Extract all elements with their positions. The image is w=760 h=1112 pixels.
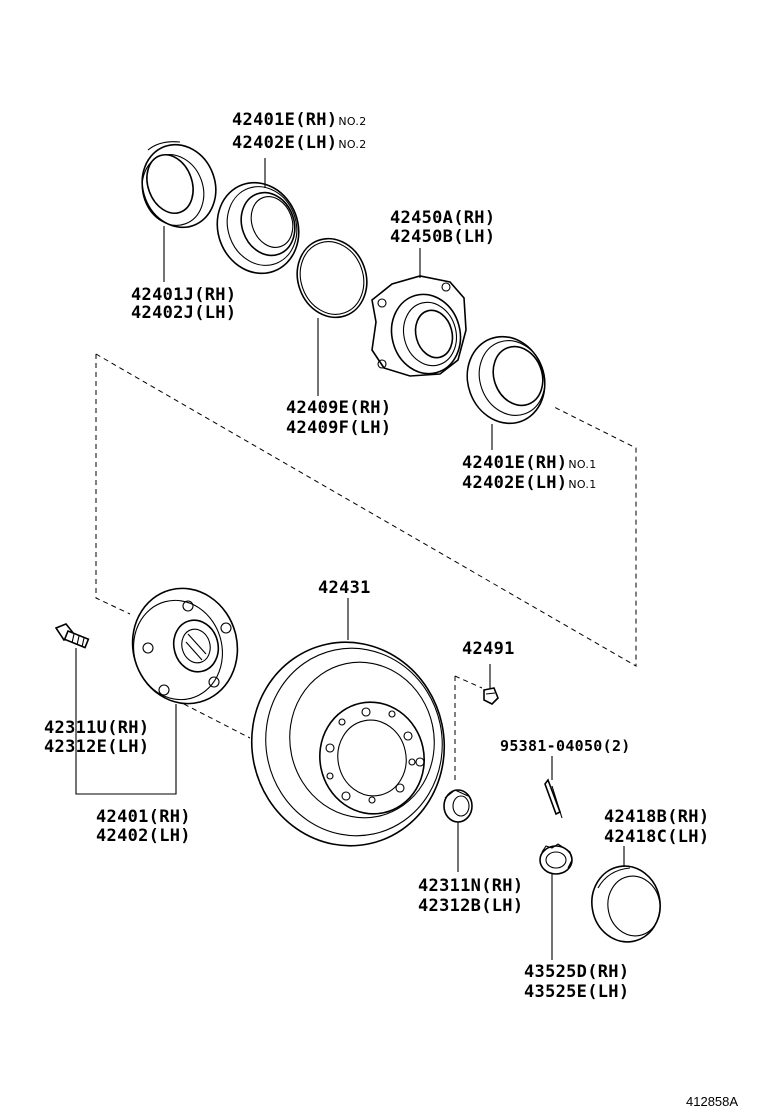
label-carrier-rh: 42450A(RH) [390, 208, 495, 228]
o-ring-part [296, 237, 368, 319]
label-bearing-no2-lh: 42402E(LH) [232, 133, 337, 153]
label-seal-lh: 42402J(LH) [131, 303, 236, 323]
label-bearing-no2-rh-note: NO.2 [338, 115, 366, 128]
label-cotter-pin: 95381-04050(2) [500, 737, 631, 755]
label-nut-lock-rh: 43525D(RH) [524, 962, 629, 982]
label-grease-cap-lh: 42418C(LH) [604, 827, 709, 847]
label-hub-bolt-rh: 42311U(RH) [44, 718, 149, 738]
label-hub-lh: 42402(LH) [96, 826, 191, 846]
label-plug: 42491 [462, 639, 515, 659]
label-bearing-no1-lh: 42402E(LH) [462, 473, 567, 493]
label-seal-rh: 42401J(RH) [131, 285, 236, 305]
label-hub-bolt-lh: 42312E(LH) [44, 737, 149, 757]
plug-part [483, 687, 499, 705]
assembly-outline [95, 353, 637, 780]
brake-disc-part [250, 641, 446, 847]
label-bearing-no1-rh-note: NO.1 [568, 458, 596, 471]
axle-hub-part [131, 587, 239, 705]
bearing-no2-part [216, 181, 300, 275]
label-nut-lock-lh: 43525E(LH) [524, 982, 629, 1002]
grease-cap-part [591, 865, 661, 943]
label-nut-lh: 42312B(LH) [418, 896, 523, 916]
hub-bolt-part [54, 623, 90, 649]
part-labels: 42401E(RH)NO.2 42402E(LH)NO.2 42401J(RH)… [44, 110, 738, 1109]
label-oring-lh: 42409F(LH) [286, 418, 391, 438]
figure-reference: 412858A [686, 1094, 738, 1109]
oil-seal-part [141, 141, 217, 229]
label-oring-rh: 42409E(RH) [286, 398, 391, 418]
label-bearing-no2-lh-note: NO.2 [338, 138, 366, 151]
label-bearing-no1-rh: 42401E(RH) [462, 453, 567, 473]
bearing-carrier-part [371, 275, 467, 377]
cotter-pin-part [544, 778, 563, 819]
label-grease-cap-rh: 42418B(RH) [604, 807, 709, 827]
svg-text:42401E(RH)NO.2: 42401E(RH)NO.2 [232, 110, 367, 130]
label-bearing-no2-rh: 42401E(RH) [232, 110, 337, 130]
svg-text:42402E(LH)NO.2: 42402E(LH)NO.2 [232, 133, 367, 153]
axle-nut-part [443, 789, 473, 823]
label-nut-rh: 42311N(RH) [418, 876, 523, 896]
nut-lock-part [539, 843, 573, 875]
svg-text:42402E(LH)NO.1: 42402E(LH)NO.1 [462, 473, 597, 493]
svg-text:42401E(RH)NO.1: 42401E(RH)NO.1 [462, 453, 597, 473]
label-carrier-lh: 42450B(LH) [390, 227, 495, 247]
label-bearing-no1-lh-note: NO.1 [568, 478, 596, 491]
leader-lines [75, 158, 625, 960]
bearing-no1-part [466, 335, 546, 425]
label-disc: 42431 [318, 578, 371, 598]
label-hub-rh: 42401(RH) [96, 807, 191, 827]
